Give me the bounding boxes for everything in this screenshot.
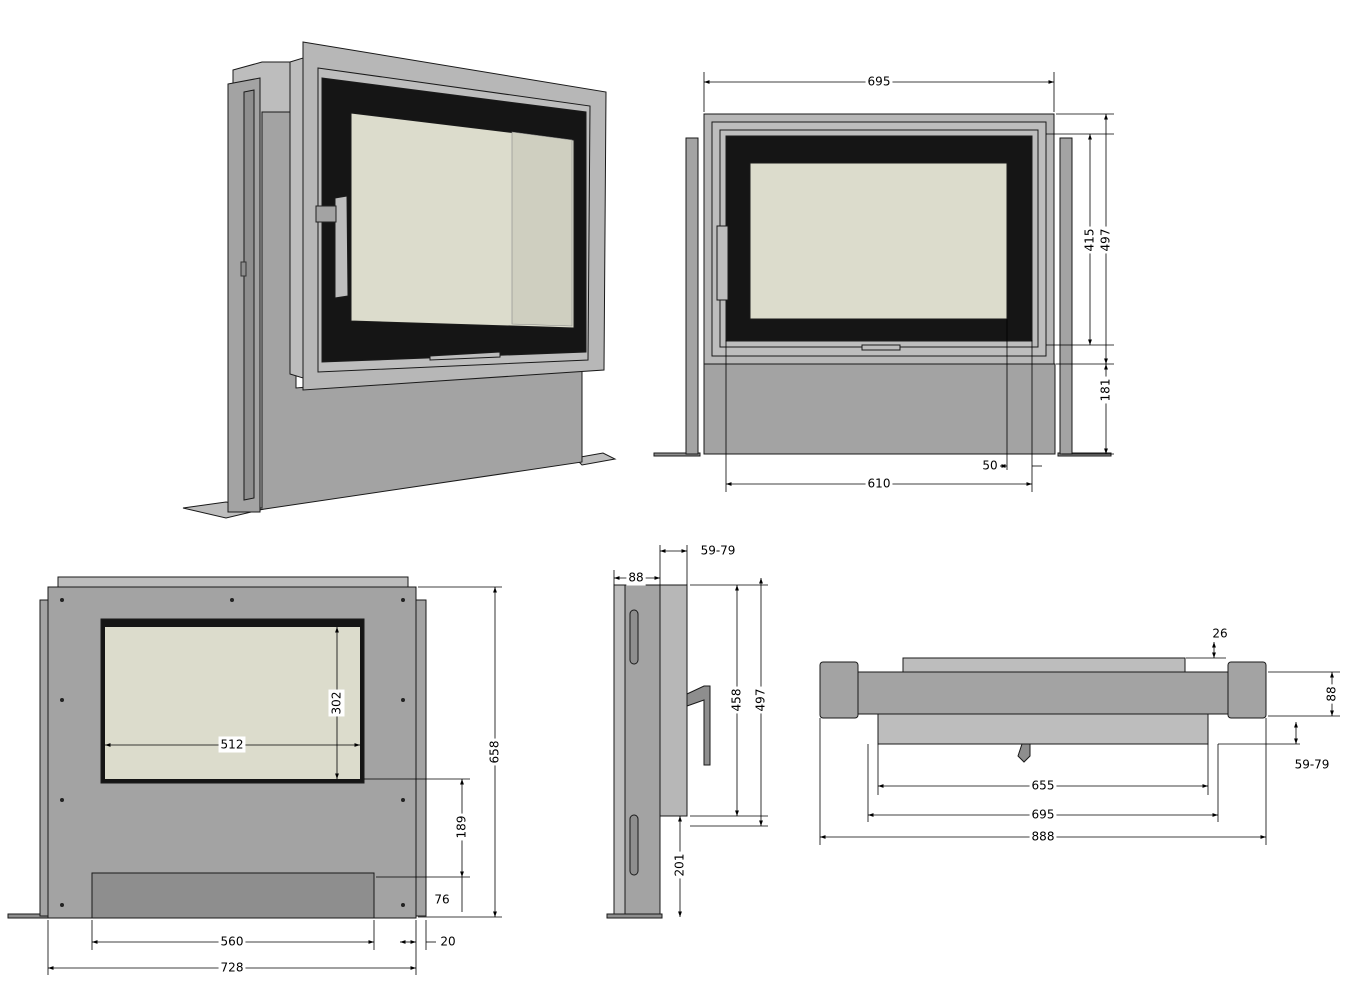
- dimension-label-88: 88: [1325, 686, 1339, 701]
- dimension-label-bg: [1029, 777, 1057, 794]
- dimension-label-655: 655: [1032, 779, 1055, 793]
- dimension-label-bg: [1210, 625, 1230, 642]
- dimension-label-76: 76: [434, 893, 449, 907]
- dimension-label-bg: [626, 569, 646, 586]
- top-left-bracket: [819, 661, 859, 719]
- top-frame-lip: [902, 657, 1186, 673]
- top-handle: [1017, 743, 1031, 763]
- dimension-label-59-79: 59-79: [1295, 758, 1330, 772]
- dimension-label-bg: [218, 736, 246, 753]
- dimension-label-bg: [453, 813, 470, 841]
- side-rail: [243, 89, 255, 501]
- dimension-label-59-79: 59-79: [701, 544, 736, 558]
- top-view: [819, 657, 1267, 763]
- front-right-side-panel: [1059, 137, 1073, 455]
- door-handle: [334, 195, 349, 299]
- dimension-label-bg: [1292, 756, 1332, 773]
- dimension-label-bg: [218, 959, 246, 976]
- dimension-label-bg: [728, 686, 745, 714]
- dimension-label-bg: [1029, 828, 1057, 845]
- dimension-label-181: 181: [1099, 379, 1113, 402]
- dimension-label-bg: [980, 457, 1000, 474]
- dimension-label-658: 658: [488, 741, 502, 764]
- front-left-side-panel: [685, 137, 699, 455]
- front-base: [703, 363, 1056, 455]
- dimension-label-20: 20: [440, 935, 455, 949]
- dimension-label-26: 26: [1212, 627, 1227, 641]
- side-slot: [240, 261, 247, 277]
- back-bolts: [60, 598, 405, 907]
- dimension-label-695: 695: [868, 75, 891, 89]
- side-back-panel: [613, 584, 627, 918]
- dimension-label-189: 189: [455, 816, 469, 839]
- side-lower-slot: [629, 814, 639, 876]
- dimension-label-888: 888: [1032, 830, 1055, 844]
- dimension-label-bg: [218, 933, 246, 950]
- dimension-label-bg: [328, 689, 345, 717]
- air-slider: [429, 351, 501, 361]
- back-right-side-panel: [415, 599, 427, 917]
- dimension-label-302: 302: [330, 692, 344, 715]
- dimension-label-458: 458: [730, 689, 744, 712]
- dimension-label-512: 512: [221, 738, 244, 752]
- dimension-label-bg: [671, 851, 688, 879]
- top-front-frame: [877, 713, 1209, 745]
- firebox-side-wall: [511, 131, 573, 327]
- perspective-view: [182, 41, 617, 519]
- dimension-label-bg: [865, 475, 893, 492]
- front-air-slider: [861, 344, 901, 351]
- dimension-label-bg: [698, 542, 738, 559]
- back-top-collar: [57, 576, 409, 588]
- dimension-label-bg: [865, 73, 893, 90]
- handle-bracket: [315, 205, 337, 223]
- back-lower-plate: [91, 872, 375, 919]
- dimension-label-88: 88: [628, 571, 643, 585]
- front-view: [653, 113, 1112, 457]
- dimension-label-bg: [1097, 376, 1114, 404]
- side-upper-slot: [629, 609, 639, 665]
- dimension-label-415: 415: [1083, 229, 1097, 252]
- front-door-handle: [716, 225, 729, 301]
- dimension-label-610: 610: [868, 477, 891, 491]
- back-view: [7, 576, 427, 919]
- top-right-bracket: [1227, 661, 1267, 719]
- dimension-label-bg: [752, 686, 769, 714]
- side-handle: [686, 685, 711, 766]
- dimension-label-bg: [486, 738, 503, 766]
- dimension-label-728: 728: [221, 961, 244, 975]
- side-view: [606, 584, 711, 919]
- dimension-label-bg: [432, 891, 452, 908]
- side-foot: [606, 913, 663, 919]
- dimension-label-695: 695: [1032, 808, 1055, 822]
- dimension-label-bg: [1081, 226, 1098, 254]
- back-ceramic-glass: [105, 627, 360, 779]
- dimension-label-497: 497: [1099, 229, 1113, 252]
- dimension-label-bg: [1323, 684, 1340, 704]
- frame-bevel: [289, 57, 304, 379]
- dimension-label-50: 50: [982, 459, 997, 473]
- front-ceramic-glass: [749, 162, 1008, 320]
- dimension-label-201: 201: [673, 854, 687, 877]
- dimension-label-560: 560: [221, 935, 244, 949]
- side-front-frame: [659, 584, 688, 817]
- dimension-label-bg: [1029, 806, 1057, 823]
- dimension-label-497: 497: [754, 689, 768, 712]
- top-body: [857, 671, 1229, 715]
- dimension-label-bg: [438, 933, 458, 950]
- dimension-label-bg: [1097, 226, 1114, 254]
